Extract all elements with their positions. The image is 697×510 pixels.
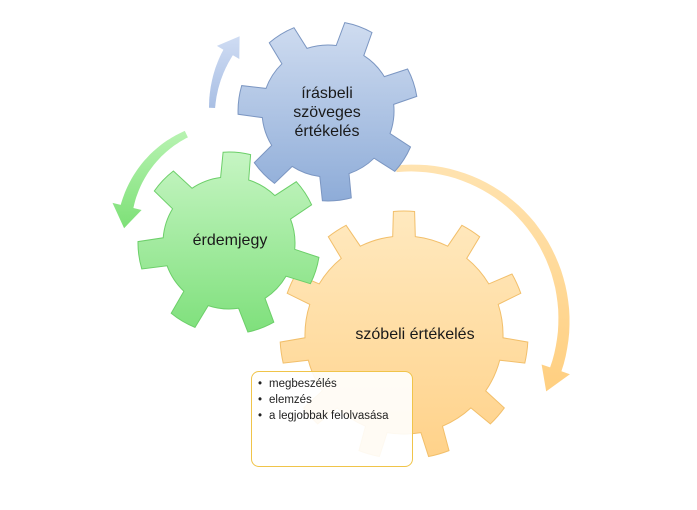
gear-label-line: szöveges xyxy=(293,104,361,122)
detail-item: megbeszélés xyxy=(258,378,406,392)
green-gear xyxy=(137,151,320,333)
detail-list: megbeszélés elemzés a legjobbak felolvas… xyxy=(258,378,406,423)
blue-gear xyxy=(237,22,418,202)
gear-label-line: értékelés xyxy=(294,123,360,141)
orange-curved-arrow xyxy=(395,164,570,392)
cycle-arrows xyxy=(112,36,570,392)
detail-box: megbeszélés elemzés a legjobbak felolvas… xyxy=(251,371,413,467)
gear-label-green: érdemjegy xyxy=(160,231,300,250)
gear-label-line: szóbeli értékelés xyxy=(355,326,475,343)
detail-item: a legjobbak felolvasása xyxy=(258,410,406,424)
gear-label-line: írásbeli xyxy=(301,85,353,102)
gear-label-orange: szóbeli értékelés xyxy=(320,325,510,344)
detail-item: elemzés xyxy=(258,394,406,408)
blue-curved-arrow xyxy=(209,36,240,109)
green-curved-arrow xyxy=(112,130,188,229)
gear-label-blue: írásbeli szöveges értékelés xyxy=(262,84,392,142)
gear-label-line: érdemjegy xyxy=(192,232,268,249)
